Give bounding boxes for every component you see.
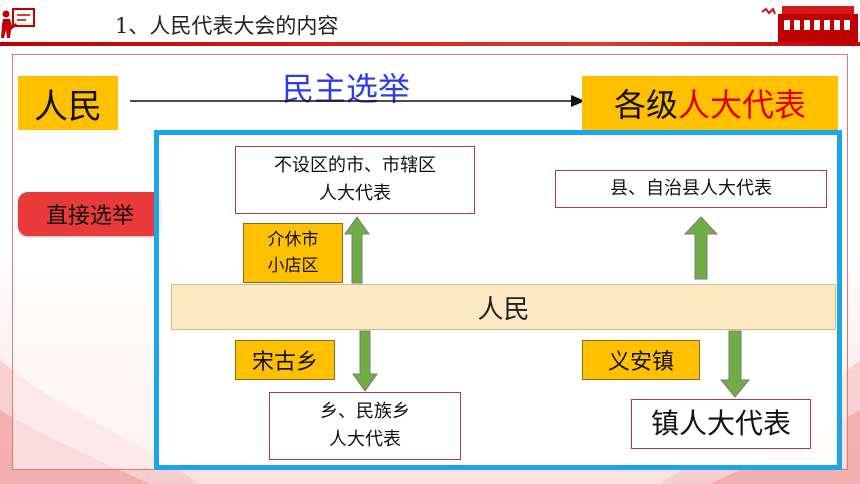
presentation-icon [1,8,35,38]
town-deputies-box: 镇人大代表 [631,399,811,449]
arrow-up-icon [683,216,719,280]
all-levels-prefix: 各级 [613,86,678,124]
arrow-down-icon [719,330,751,398]
example-city-line1: 介休市 [267,230,319,250]
township-line1: 乡、民族乡 [320,401,410,422]
arrow-up-icon [344,216,370,284]
city-district-deputies-box: 不设区的市、市辖区 人大代表 [235,146,475,214]
all-levels-representatives: 各级人大代表 [582,76,838,130]
example-city-label: 介休市 小店区 [243,223,343,283]
arrow-down-icon [352,330,378,392]
township-deputies-box: 乡、民族乡 人大代表 [269,392,461,460]
building-icon [761,6,858,42]
people-bar: 人民 [171,284,836,330]
township-line2: 人大代表 [329,429,401,450]
arrow-right-icon [130,95,585,107]
people-label: 人民 [18,76,118,130]
city-district-line2: 人大代表 [319,183,391,204]
header-divider [0,42,860,46]
county-deputies-box: 县、自治县人大代表 [555,170,827,208]
city-district-line1: 不设区的市、市辖区 [274,155,436,176]
example-township-label: 宋古乡 [235,340,335,380]
direct-election-label: 直接选举 [18,192,162,236]
all-levels-highlight: 人大代表 [678,86,807,124]
example-town-label: 义安镇 [582,340,700,380]
example-city-line2: 小店区 [267,256,319,276]
page-title: 1、人民代表大会的内容 [115,14,339,38]
